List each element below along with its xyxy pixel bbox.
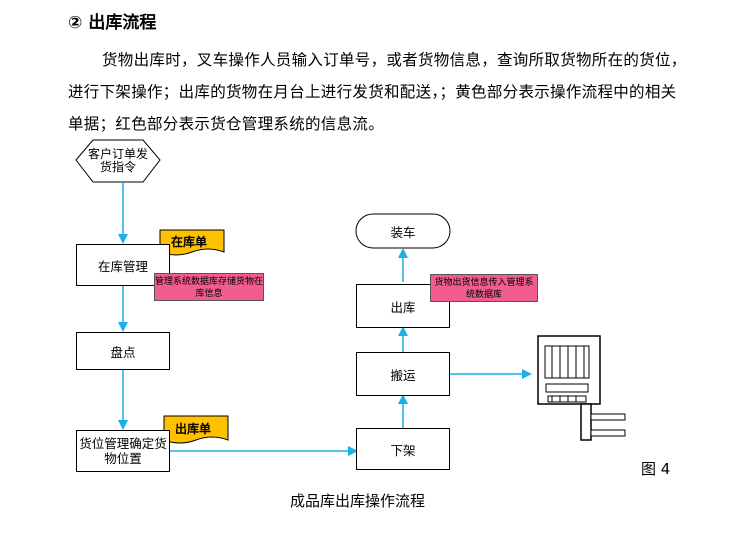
db-upload-note: 货物出货信息传入管理系统数据库 (430, 274, 538, 302)
description-paragraph: 货物出库时，叉车操作人员输入订单号，或者货物信息，查询所取货物所在的货位，进行下… (68, 44, 688, 140)
count-node-label: 盘点 (110, 344, 136, 360)
count-node: 盘点 (76, 332, 170, 370)
stock-list-document: 在库单 (171, 233, 207, 250)
section-heading: ② 出库流程 (68, 8, 156, 33)
outbound-list-label: 出库单 (175, 422, 212, 436)
locate-node-label: 货位管理确定货物位置 (79, 436, 167, 466)
transport-node: 搬运 (356, 352, 450, 396)
start-node-label: 客户订单发货指令 (88, 147, 149, 174)
outbound-node: 出库 (356, 284, 450, 328)
db-upload-note-text: 货物出货信息传入管理系统数据库 (434, 278, 534, 300)
figure-label: 图 4 (641, 460, 671, 478)
locate-node: 货位管理确定货物位置 (76, 430, 170, 472)
outbound-node-label: 出库 (390, 299, 416, 315)
section-title: 出库流程 (88, 13, 157, 33)
outbound-list-document: 出库单 (175, 420, 211, 437)
section-marker: ② (68, 13, 83, 33)
transport-node-label: 搬运 (390, 367, 416, 383)
shelf-off-node: 下架 (356, 428, 450, 470)
shelf-off-node-label: 下架 (390, 442, 416, 458)
paragraph-text: 货物出库时，叉车操作人员输入订单号，或者货物信息，查询所取货物所在的货位，进行下… (68, 51, 687, 133)
stock-list-label: 在库单 (171, 235, 208, 249)
forklift-icon (537, 335, 626, 441)
inventory-node-label: 在库管理 (97, 258, 148, 274)
loading-node-label: 装车 (390, 224, 416, 240)
start-hexagon (75, 139, 161, 183)
diagram-caption: 成品库出库操作流程 (290, 492, 426, 510)
loading-node: 装车 (356, 214, 450, 248)
db-store-note: 管理系统数据库存储货物在库信息 (154, 273, 264, 301)
db-store-note-text: 管理系统数据库存储货物在库信息 (155, 277, 264, 299)
start-node: 客户订单发货指令 (88, 141, 148, 181)
outbound-list-document-shape (163, 415, 229, 444)
